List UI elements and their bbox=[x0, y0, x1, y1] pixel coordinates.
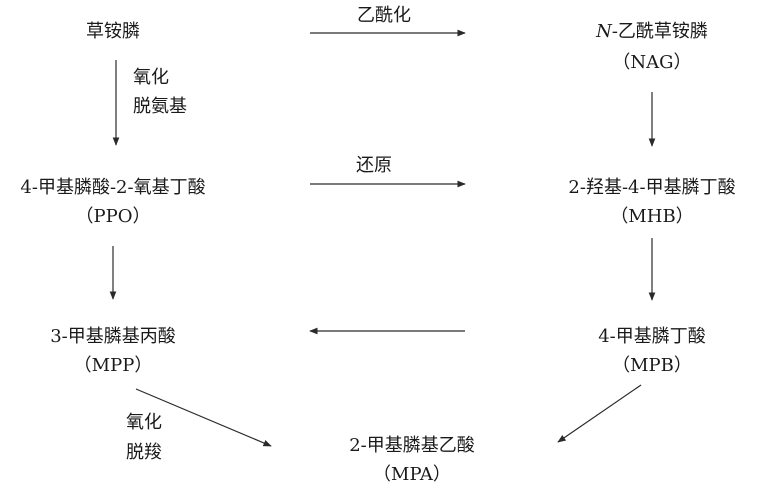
node-mpb: 4-甲基膦丁酸 bbox=[598, 326, 706, 347]
label-deamination: 脱氨基 bbox=[133, 96, 187, 117]
label-reduction: 还原 bbox=[356, 155, 392, 176]
label-acetylation: 乙酰化 bbox=[357, 5, 411, 26]
arrow-oxidative-decarboxylation bbox=[135, 388, 272, 447]
node-glufosinate: 草铵膦 bbox=[86, 21, 140, 42]
node-ppo: 4-甲基膦酸-2-氧基丁酸 bbox=[20, 177, 205, 198]
node-mhb: 2-羟基-4-甲基膦丁酸 bbox=[568, 177, 735, 198]
node-nag-prefix: N bbox=[595, 21, 613, 42]
node-nag: N-乙酰草铵膦 bbox=[595, 21, 708, 42]
arrow-mpb-to-mpa bbox=[557, 384, 642, 443]
label-oxidation-1: 氧化 bbox=[133, 67, 169, 88]
node-mpa-abbr: （MPA） bbox=[373, 464, 451, 485]
node-mpp-abbr: （MPP） bbox=[74, 355, 153, 376]
node-nag-name: -乙酰草铵膦 bbox=[612, 21, 708, 42]
label-decarboxylation: 脱羧 bbox=[126, 442, 162, 463]
node-ppo-abbr: （PPO） bbox=[76, 206, 151, 227]
node-mpp: 3-甲基膦基丙酸 bbox=[50, 326, 176, 347]
node-mpa: 2-甲基膦基乙酸 bbox=[349, 435, 475, 456]
node-mhb-abbr: （MHB） bbox=[610, 206, 693, 227]
node-mpb-abbr: （MPB） bbox=[612, 355, 692, 376]
node-nag-abbr: （NAG） bbox=[612, 52, 691, 73]
label-oxidation-2: 氧化 bbox=[126, 412, 162, 433]
